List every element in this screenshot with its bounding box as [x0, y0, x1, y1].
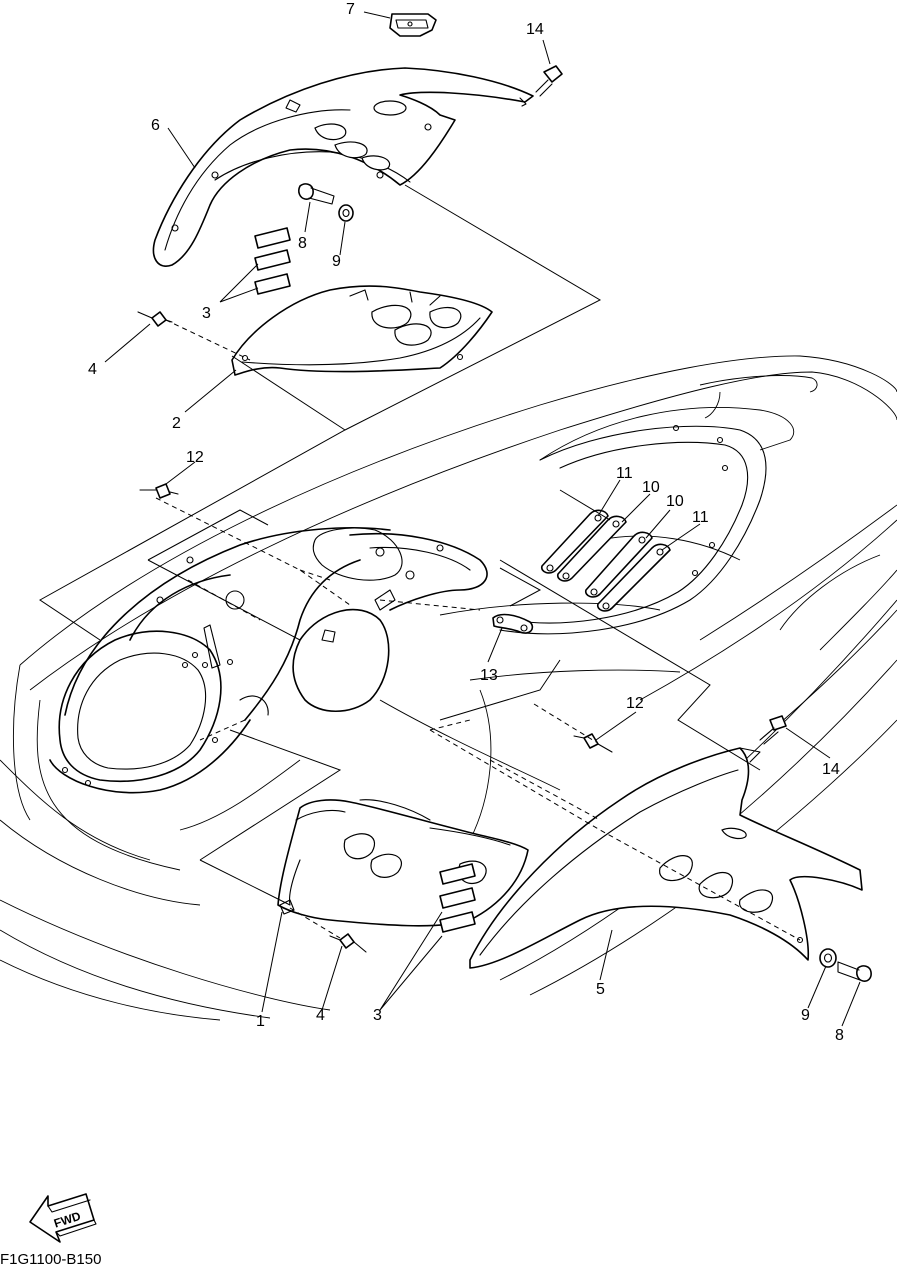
- callout-2: 2: [172, 415, 181, 432]
- callout-1: 1: [256, 1013, 265, 1030]
- part-12-rivet-right: [573, 733, 613, 753]
- callout-10: 10: [666, 493, 684, 510]
- callout-13: 13: [480, 667, 498, 684]
- callout-3: 3: [373, 1007, 382, 1024]
- part-14-screw-bottom: [759, 715, 787, 745]
- part-5-cover: [469, 747, 863, 969]
- assembly-frames: [39, 184, 761, 906]
- part-8-bolt-top: [298, 183, 335, 205]
- part-3-shims-bottom: [439, 863, 476, 933]
- part-1-cover: [277, 799, 529, 927]
- part-10-plate-left: [556, 515, 627, 582]
- part-14-screw-top: [535, 65, 563, 97]
- callout-9: 9: [332, 253, 341, 270]
- part-4-rivet-top: [137, 311, 173, 327]
- callout-12: 12: [186, 449, 204, 466]
- callout-10: 10: [642, 479, 660, 496]
- callout-5: 5: [596, 981, 605, 998]
- part-11-plate-left: [540, 509, 609, 574]
- drawing-code: F1G1100-B150: [0, 1251, 101, 1267]
- part-2-cover: [231, 285, 493, 376]
- part-10-plate-right: [584, 531, 653, 598]
- callout-14: 14: [526, 21, 544, 38]
- callout-11: 11: [616, 465, 633, 482]
- part-9-washer-top: [338, 204, 354, 222]
- callout-4: 4: [316, 1007, 325, 1024]
- part-9-washer-bottom: [819, 948, 837, 968]
- part-3-shims-top: [254, 227, 291, 295]
- callout-8: 8: [298, 235, 307, 252]
- callout-6: 6: [151, 117, 160, 134]
- leader-lines: [104, 11, 861, 1027]
- dashed-guide-lines: [155, 319, 801, 941]
- fwd-label: FWD: [52, 1209, 83, 1231]
- callout-3: 3: [202, 305, 211, 322]
- callout-11: 11: [692, 509, 709, 526]
- callout-12: 12: [626, 695, 644, 712]
- callout-9: 9: [801, 1007, 810, 1024]
- callout-7: 7: [346, 1, 355, 18]
- part-12-rivet-left: [139, 483, 179, 499]
- callout-14: 14: [822, 761, 840, 778]
- callout-4: 4: [88, 361, 97, 378]
- part-8-bolt-bottom: [837, 961, 872, 982]
- callout-8: 8: [835, 1027, 844, 1044]
- callout-labels: 7 14 6 8 9 3 4 2 12 11 10 10 11 13 12 14…: [88, 1, 844, 1044]
- part-13-bracket: [492, 613, 534, 634]
- part-11-plate-right: [596, 543, 671, 612]
- fwd-arrow-icon: FWD: [29, 1193, 97, 1243]
- part-7-clip: [389, 13, 437, 37]
- part-6-cover: [152, 67, 534, 267]
- part-4-rivet-bottom: [329, 933, 367, 953]
- hull-deck-outline: [0, 355, 897, 1021]
